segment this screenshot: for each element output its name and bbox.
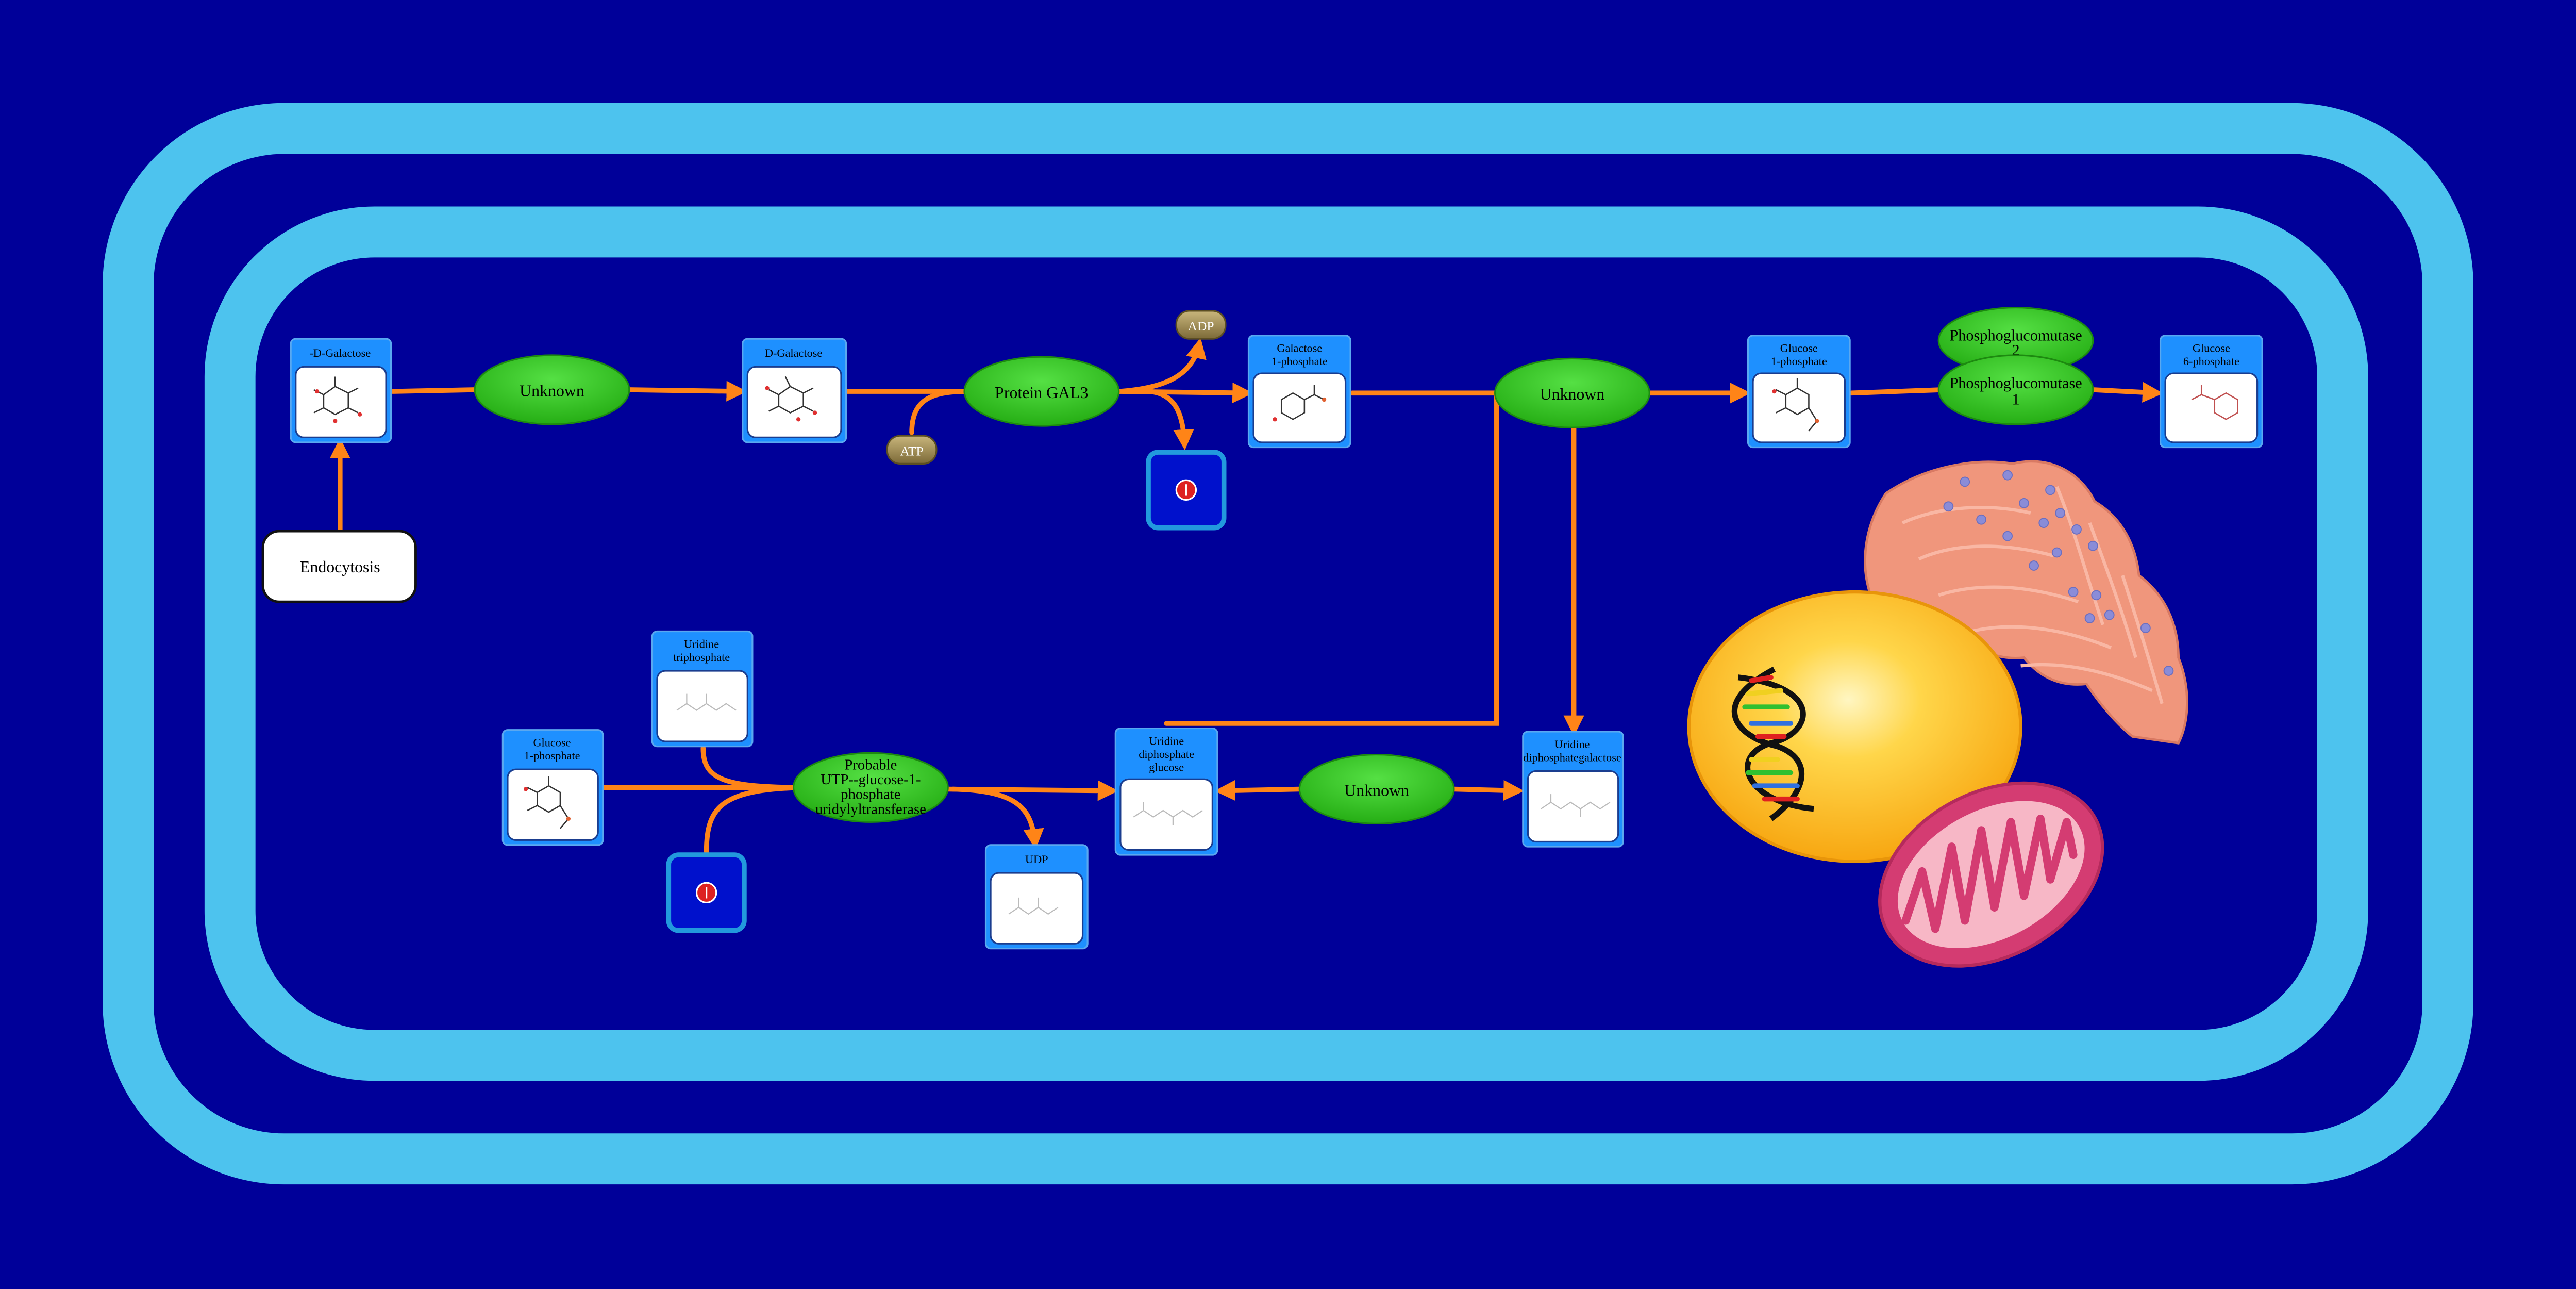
enzyme-label-line-1: Phosphoglucomutase: [1949, 374, 2082, 392]
enzyme-label-line-2: 1: [2012, 391, 2019, 408]
enzyme-unknown-2[interactable]: Unknown: [1494, 357, 1650, 428]
cofactor-label: ADP: [1188, 319, 1214, 334]
cell-membrane-outer: [103, 103, 2473, 1185]
enzyme-label-line-2: UTP--glucose-1-: [821, 771, 921, 788]
enzyme-phosphoglucomutase-1[interactable]: Phosphoglucomutase 1: [1937, 354, 2094, 425]
compound-glucose-6-phosphate[interactable]: Glucose 6-phosphate: [2159, 335, 2263, 449]
compound-label: UDP: [1025, 853, 1048, 866]
compound-label-line-2: 1-phosphate: [524, 749, 580, 762]
enzyme-phosphoglucomutase-2[interactable]: Phosphoglucomutase 2: [1937, 306, 2094, 374]
compound-label: D-Galactose: [765, 346, 823, 359]
molecule-structure-icon: [1133, 802, 1203, 825]
compound-label-line-1: Uridine: [1554, 738, 1590, 751]
compound-label-line-2: diphosphategalactose: [1523, 751, 1621, 764]
compound-label-line-2: triphosphate: [673, 651, 730, 664]
cofactor-adp[interactable]: ADP: [1175, 310, 1227, 340]
enzyme-label: Unknown: [1540, 385, 1605, 403]
compound-label-line-1: Glucose: [1780, 342, 1818, 355]
molecule-structure-icon: [765, 376, 817, 422]
compound-uridine-diphosphategalactose[interactable]: Uridine diphosphategalactose: [1522, 731, 1624, 848]
reaction-edges: [329, 337, 2164, 854]
compound-label-line-1: Glucose: [533, 736, 571, 749]
golgi-er-illustration: [1864, 460, 2188, 745]
enzyme-unknown-3[interactable]: Unknown: [1298, 753, 1455, 825]
endocytosis-node[interactable]: Endocytosis: [261, 530, 417, 603]
molecule-structure-icon: [523, 776, 571, 829]
molecule-structure-icon: [676, 693, 737, 711]
dna-helix-icon: [1731, 666, 1814, 821]
enzyme-label: Unknown: [1344, 781, 1409, 799]
molecule-structure-icon: [1541, 794, 1611, 817]
molecule-structure-icon: [1273, 385, 1327, 422]
enzyme-label-line-4: uridylyltransferase: [815, 801, 926, 817]
molecule-structure-icon: [313, 376, 362, 423]
enzyme-unknown-1[interactable]: Unknown: [474, 354, 630, 425]
compound-label-line-1: Uridine: [684, 637, 719, 650]
compound-udp[interactable]: UDP: [984, 844, 1089, 950]
enzyme-label-line-1: Probable: [844, 756, 897, 773]
compound-galactose-1-phosphate[interactable]: Galactose 1-phosphate: [1247, 335, 1351, 449]
enzyme-label: Protein GAL3: [995, 384, 1088, 402]
compound-label-line-1: Galactose: [1277, 342, 1322, 355]
compound-label-line-2: diphosphate: [1139, 748, 1194, 761]
compound-alpha-d-galactose[interactable]: -D-Galactose: [290, 338, 392, 443]
compound-label-line-1: Uridine: [1149, 734, 1184, 747]
compound-label: -D-Galactose: [309, 346, 371, 359]
enzyme-protein-gal3[interactable]: Protein GAL3: [963, 356, 1120, 427]
compound-uridine-triphosphate[interactable]: Uridine triphosphate: [651, 630, 754, 748]
compound-d-galactose[interactable]: D-Galactose: [742, 338, 847, 443]
cofactor-atp[interactable]: ATP: [886, 435, 938, 465]
compound-uridine-diphosphate-glucose[interactable]: Uridine diphosphate glucose: [1114, 727, 1218, 856]
compound-glucose-1-phosphate-bottom[interactable]: Glucose 1-phosphate: [501, 729, 604, 846]
compound-label-line-1: Glucose: [2193, 342, 2230, 355]
compound-label-line-2: 1-phosphate: [1272, 355, 1328, 368]
mitochondrion-illustration: [1878, 781, 2104, 968]
compound-glucose-1-phosphate-top[interactable]: Glucose 1-phosphate: [1747, 335, 1851, 449]
enzyme-uridylyltransferase[interactable]: Probable UTP--glucose-1- phosphate uridy…: [792, 752, 949, 823]
compound-label-line-2: 1-phosphate: [1771, 355, 1827, 368]
cofactor-label: ATP: [900, 443, 923, 458]
nucleus-illustration: [1687, 590, 2022, 863]
cell-membrane-inner: [204, 206, 2368, 1081]
enzyme-label: Unknown: [520, 382, 584, 400]
molecule-structure-icon: [1772, 378, 1819, 432]
ion-node-bottom[interactable]: [666, 852, 747, 933]
compound-label-line-2: 6-phosphate: [2183, 355, 2239, 368]
enzyme-label-line-1: Phosphoglucomutase: [1949, 326, 2082, 344]
molecule-structure-icon: [1008, 897, 1059, 915]
endocytosis-label: Endocytosis: [300, 558, 380, 576]
enzyme-label-line-3: phosphate: [841, 786, 900, 803]
ion-node-top[interactable]: [1146, 450, 1227, 531]
compound-label-line-3: glucose: [1149, 761, 1184, 773]
molecule-structure-icon: [2191, 385, 2238, 420]
